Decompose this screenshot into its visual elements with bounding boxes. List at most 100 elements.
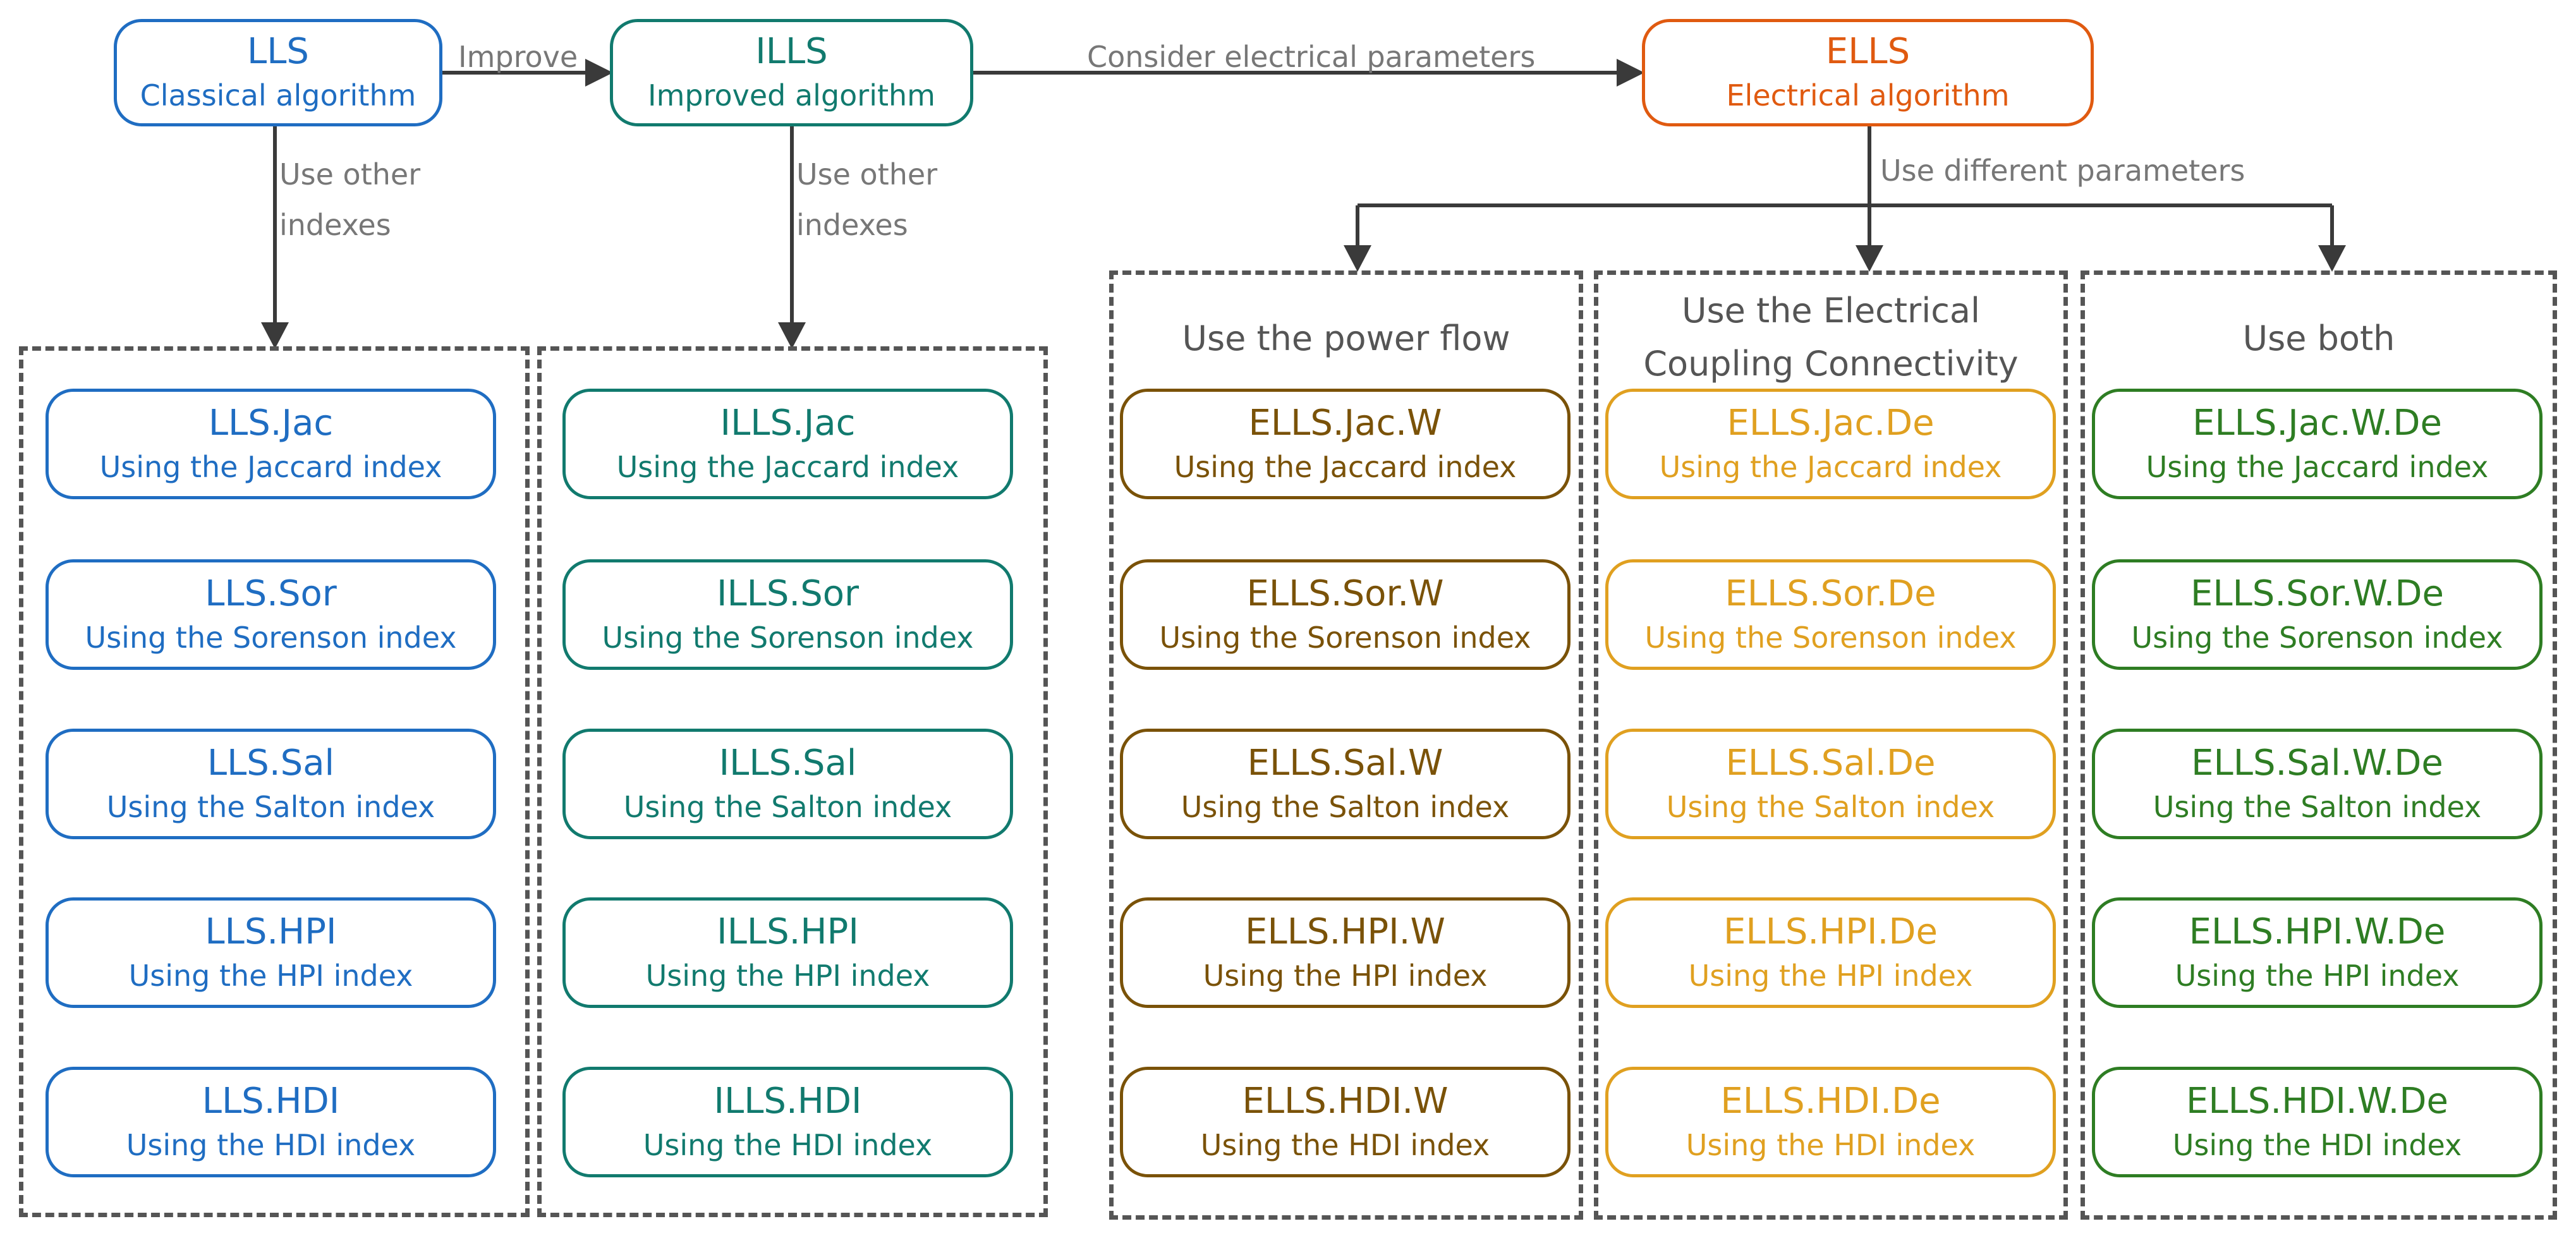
variant-subtitle: Using the Salton index [106, 789, 435, 824]
variant-node[interactable]: ELLS.Sor.W.De Using the Sorenson index [2092, 559, 2543, 670]
variant-subtitle: Using the Sorenson index [1159, 620, 1531, 655]
variant-node[interactable]: ELLS.Sor.De Using the Sorenson index [1605, 559, 2056, 670]
variant-subtitle: Using the HPI index [2175, 958, 2460, 993]
arrowhead-consider [1617, 59, 1644, 87]
ills-variants-group [537, 346, 1048, 1217]
variant-subtitle: Using the HPI index [128, 958, 413, 993]
variant-title: ILLS.HPI [717, 911, 859, 952]
variant-node[interactable]: ELLS.Jac.W Using the Jaccard index [1120, 389, 1571, 499]
ills-node[interactable]: ILLS Improved algorithm [610, 19, 973, 126]
variant-subtitle: Using the Jaccard index [616, 449, 959, 484]
variant-subtitle: Using the HPI index [1203, 958, 1488, 993]
lls-variants-group [19, 346, 530, 1217]
use-other-lls-label: Use other indexes [279, 157, 421, 242]
variant-node[interactable]: LLS.Jac Using the Jaccard index [46, 389, 496, 499]
arrowhead-improve [585, 59, 613, 87]
variant-subtitle: Using the Salton index [1181, 789, 1510, 824]
both-group [2081, 270, 2557, 1220]
ecc-group [1594, 270, 2068, 1220]
ells-node[interactable]: ELLS Electrical algorithm [1642, 19, 2094, 126]
variant-title: ELLS.Sor.W.De [2190, 573, 2444, 614]
variant-title: ELLS.HDI.De [1720, 1080, 1941, 1122]
use-other-ills-label: Use other indexes [796, 157, 938, 242]
ells-title: ELLS [1825, 31, 1911, 72]
variant-node[interactable]: ILLS.Jac Using the Jaccard index [562, 389, 1013, 499]
power-flow-group [1109, 270, 1583, 1220]
variant-node[interactable]: ELLS.Jac.De Using the Jaccard index [1605, 389, 2056, 499]
variant-subtitle: Using the Sorenson index [1644, 620, 2017, 655]
variant-title: ELLS.Sor.W [1246, 573, 1444, 614]
variant-title: ELLS.Jac.W [1248, 402, 1442, 444]
variant-subtitle: Using the HDI index [2172, 1127, 2462, 1162]
power-flow-header: Use the power flow [1182, 319, 1510, 358]
variant-node[interactable]: ELLS.HPI.W.De Using the HPI index [2092, 897, 2543, 1008]
lls-title: LLS [247, 31, 309, 72]
variant-node[interactable]: ELLS.Jac.W.De Using the Jaccard index [2092, 389, 2543, 499]
ills-subtitle: Improved algorithm [648, 78, 935, 112]
variant-title: ELLS.Sal.W.De [2191, 742, 2443, 784]
variant-node[interactable]: LLS.Sor Using the Sorenson index [46, 559, 496, 670]
arrowhead-ells-mid [1856, 245, 1883, 272]
variant-title: ELLS.HPI.W [1245, 911, 1445, 952]
variant-title: ELLS.Sor.De [1725, 573, 1936, 614]
ills-title: ILLS [755, 31, 828, 72]
variant-title: ILLS.Sor [716, 573, 860, 614]
lls-subtitle: Classical algorithm [140, 78, 416, 112]
variant-title: ILLS.Jac [720, 402, 856, 444]
variant-node[interactable]: ILLS.Sal Using the Salton index [562, 729, 1013, 839]
variant-subtitle: Using the Jaccard index [1174, 449, 1517, 484]
variant-subtitle: Using the Jaccard index [1659, 449, 2002, 484]
variant-subtitle: Using the HDI index [643, 1127, 933, 1162]
ecc-header: Use the Electrical Coupling Connectivity [1643, 291, 2019, 384]
variant-node[interactable]: LLS.HPI Using the HPI index [46, 897, 496, 1008]
variant-node[interactable]: ELLS.HPI.De Using the HPI index [1605, 897, 2056, 1008]
lls-node[interactable]: LLS Classical algorithm [114, 19, 442, 126]
variant-subtitle: Using the HDI index [1200, 1127, 1490, 1162]
variant-node[interactable]: ELLS.Sor.W Using the Sorenson index [1120, 559, 1571, 670]
variant-title: ELLS.Jac.De [1727, 402, 1935, 444]
variant-title: ELLS.Sal.De [1725, 742, 1936, 784]
variant-subtitle: Using the Sorenson index [602, 620, 974, 655]
improve-label: Improve [458, 40, 578, 74]
ells-subtitle: Electrical algorithm [1726, 78, 2010, 112]
variant-title: ELLS.HDI.W [1242, 1080, 1449, 1122]
variant-node[interactable]: ILLS.HDI Using the HDI index [562, 1067, 1013, 1177]
variant-subtitle: Using the Salton index [623, 789, 952, 824]
variant-subtitle: Using the HDI index [1686, 1127, 1976, 1162]
variant-node[interactable]: ELLS.Sal.De Using the Salton index [1605, 729, 2056, 839]
variant-subtitle: Using the Jaccard index [99, 449, 442, 484]
arrowhead-ills [778, 322, 806, 349]
both-header: Use both [2242, 319, 2395, 358]
variant-node[interactable]: ELLS.HDI.De Using the HDI index [1605, 1067, 2056, 1177]
variant-subtitle: Using the HPI index [1688, 958, 1973, 993]
variant-title: LLS.Sal [207, 742, 335, 784]
variant-node[interactable]: ILLS.Sor Using the Sorenson index [562, 559, 1013, 670]
use-diff-label: Use different parameters [1880, 154, 2245, 188]
variant-title: LLS.HPI [205, 911, 337, 952]
consider-label: Consider electrical parameters [1087, 40, 1536, 74]
variant-title: ILLS.HDI [714, 1080, 862, 1122]
variant-node[interactable]: LLS.Sal Using the Salton index [46, 729, 496, 839]
arrowhead-ells-right [2318, 245, 2346, 272]
variant-title: ELLS.HDI.W.De [2186, 1080, 2448, 1122]
variant-title: ELLS.HPI.W.De [2189, 911, 2446, 952]
variant-node[interactable]: ELLS.HDI.W Using the HDI index [1120, 1067, 1571, 1177]
variant-title: LLS.Sor [205, 573, 337, 614]
variant-node[interactable]: ELLS.Sal.W Using the Salton index [1120, 729, 1571, 839]
variant-node[interactable]: ELLS.HDI.W.De Using the HDI index [2092, 1067, 2543, 1177]
variant-title: ELLS.Sal.W [1247, 742, 1443, 784]
variant-title: ELLS.HPI.De [1723, 911, 1938, 952]
variant-title: LLS.Jac [208, 402, 334, 444]
variant-subtitle: Using the Salton index [1666, 789, 1995, 824]
variant-node[interactable]: ELLS.Sal.W.De Using the Salton index [2092, 729, 2543, 839]
variant-node[interactable]: ELLS.HPI.W Using the HPI index [1120, 897, 1571, 1008]
variant-subtitle: Using the Sorenson index [2131, 620, 2503, 655]
variant-title: LLS.HDI [202, 1080, 340, 1122]
variant-subtitle: Using the HPI index [645, 958, 930, 993]
variant-title: ILLS.Sal [719, 742, 857, 784]
variant-node[interactable]: LLS.HDI Using the HDI index [46, 1067, 496, 1177]
arrowhead-lls [261, 322, 289, 349]
variant-node[interactable]: ILLS.HPI Using the HPI index [562, 897, 1013, 1008]
variant-subtitle: Using the Jaccard index [2146, 449, 2489, 484]
